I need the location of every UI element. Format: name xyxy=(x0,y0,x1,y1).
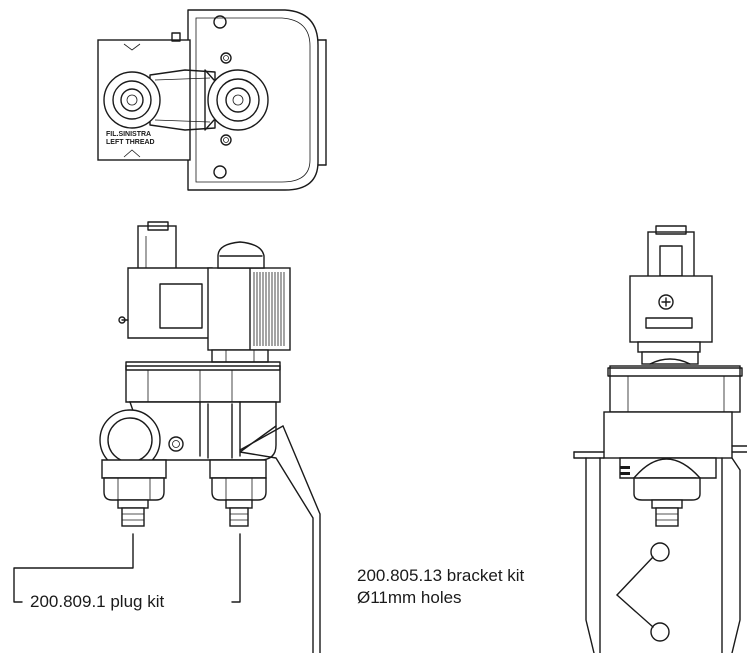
bracket-hole-lower xyxy=(650,622,670,642)
top-view-bracket-plate xyxy=(187,9,319,191)
front-view-left-outlet-nut xyxy=(103,477,165,501)
engraving-line-2: LEFT THREAD xyxy=(106,139,155,146)
left-plug xyxy=(117,499,149,509)
bracket-hole-upper xyxy=(650,542,670,562)
side-view-valve-body xyxy=(603,411,733,459)
front-view xyxy=(99,221,321,653)
front-view-connector-plug xyxy=(137,225,177,275)
side-view xyxy=(573,225,747,653)
front-view-right-outlet-nut xyxy=(211,477,267,501)
side-view-outlet-nut xyxy=(633,477,701,501)
side-view-connector-housing xyxy=(629,275,713,343)
plug-kit-leader xyxy=(13,533,241,603)
side-view-bracket-plate xyxy=(585,457,741,653)
top-mount-hole-upper xyxy=(213,15,227,29)
front-view-valve-flange xyxy=(125,365,281,403)
front-view-coil-cap xyxy=(217,241,265,269)
top-view-left-port xyxy=(103,71,161,129)
front-view-solenoid-coil xyxy=(207,267,291,351)
side-view-plug xyxy=(651,499,683,509)
plug-kit-callout: 200.809.1 plug kit xyxy=(30,592,165,611)
bracket-kit-callout: 200.805.13 bracket kit xyxy=(357,566,525,585)
side-view-valve-flange xyxy=(609,365,741,413)
side-view-connector-plug xyxy=(647,231,695,279)
top-mount-hole-lower xyxy=(213,165,227,179)
coil-ribs xyxy=(253,272,285,346)
top-view: FIL.SINISTRA LEFT THREAD xyxy=(97,9,327,191)
engraving-line-1: FIL.SINISTRA xyxy=(106,131,151,138)
bracket-holes-callout: Ø11mm holes xyxy=(357,588,462,607)
right-plug xyxy=(225,499,253,509)
bracket-kit-leader xyxy=(616,556,654,628)
